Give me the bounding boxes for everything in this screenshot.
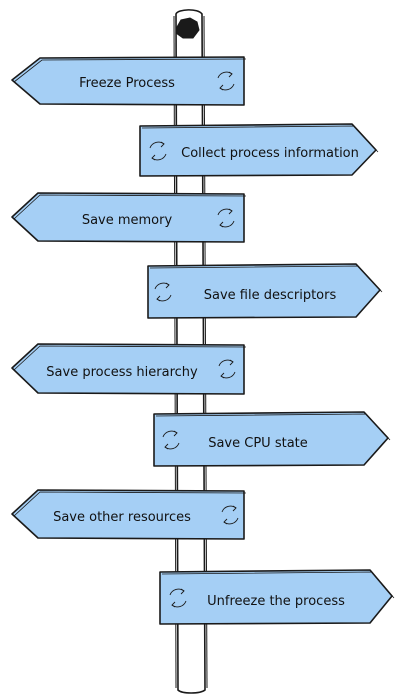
cycle-arrows-icon [217, 71, 235, 91]
cycle-arrows-icon [149, 141, 167, 161]
sign-save-cpu-state: Save CPU state [153, 411, 391, 467]
cycle-arrows-icon [217, 208, 235, 228]
cycle-arrows-icon [162, 430, 180, 450]
cycle-arrows-icon [169, 588, 187, 608]
cycle-arrows-icon [221, 505, 239, 525]
sign-save-memory: Save memory [11, 192, 247, 243]
sign-label: Save file descriptors [204, 288, 337, 303]
sign-freeze-process: Freeze Process [11, 56, 247, 106]
sign-label: Save CPU state [208, 436, 308, 451]
cycle-arrows-icon [218, 359, 236, 379]
sign-label: Collect process information [181, 146, 359, 161]
sign-label: Save process hierarchy [46, 365, 198, 380]
pole-cap [175, 17, 200, 39]
sign-save-file-descriptors: Save file descriptors [147, 263, 383, 319]
sign-unfreeze-the-process: Unfreeze the process [159, 569, 395, 625]
sign-label: Save other resources [53, 510, 191, 525]
sign-label: Unfreeze the process [207, 594, 345, 609]
cycle-arrows-icon [154, 282, 172, 302]
sign-collect-process-information: Collect process information [139, 123, 379, 177]
sign-save-process-hierarchy: Save process hierarchy [11, 343, 247, 395]
sign-save-other-resources: Save other resources [11, 489, 247, 540]
sign-label: Save memory [82, 213, 173, 228]
sign-label: Freeze Process [79, 76, 175, 91]
